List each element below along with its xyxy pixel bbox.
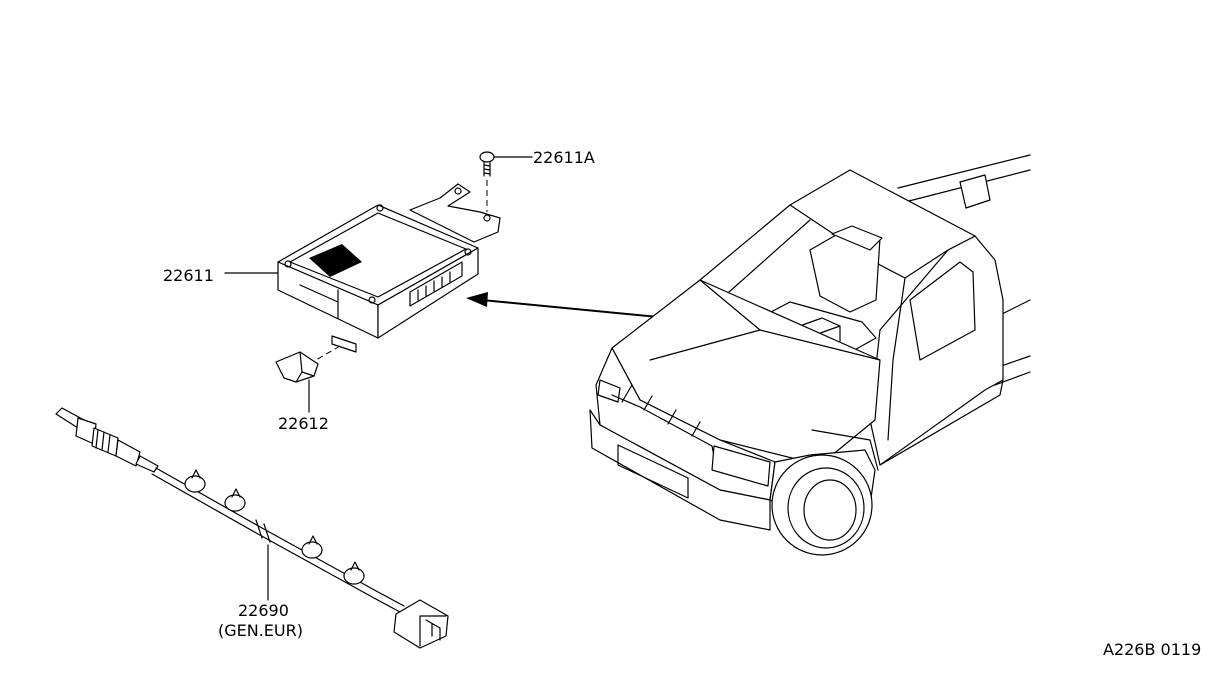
part-label-22690: 22690 [238, 601, 289, 620]
bracket-part[interactable] [275, 351, 319, 383]
vehicle-illustration [589, 154, 1031, 556]
part-label-22611A: 22611A [533, 148, 595, 167]
control-unit-part[interactable] [277, 183, 501, 353]
alignment-line [315, 345, 341, 361]
oxygen-sensor-part[interactable] [55, 407, 449, 649]
part-note-gen-eur: (GEN.EUR) [218, 621, 303, 640]
part-label-22611: 22611 [163, 266, 214, 285]
screw-part[interactable] [479, 151, 495, 212]
figure-code: A226B 0119 [1103, 640, 1201, 659]
part-label-22612: 22612 [278, 414, 329, 433]
